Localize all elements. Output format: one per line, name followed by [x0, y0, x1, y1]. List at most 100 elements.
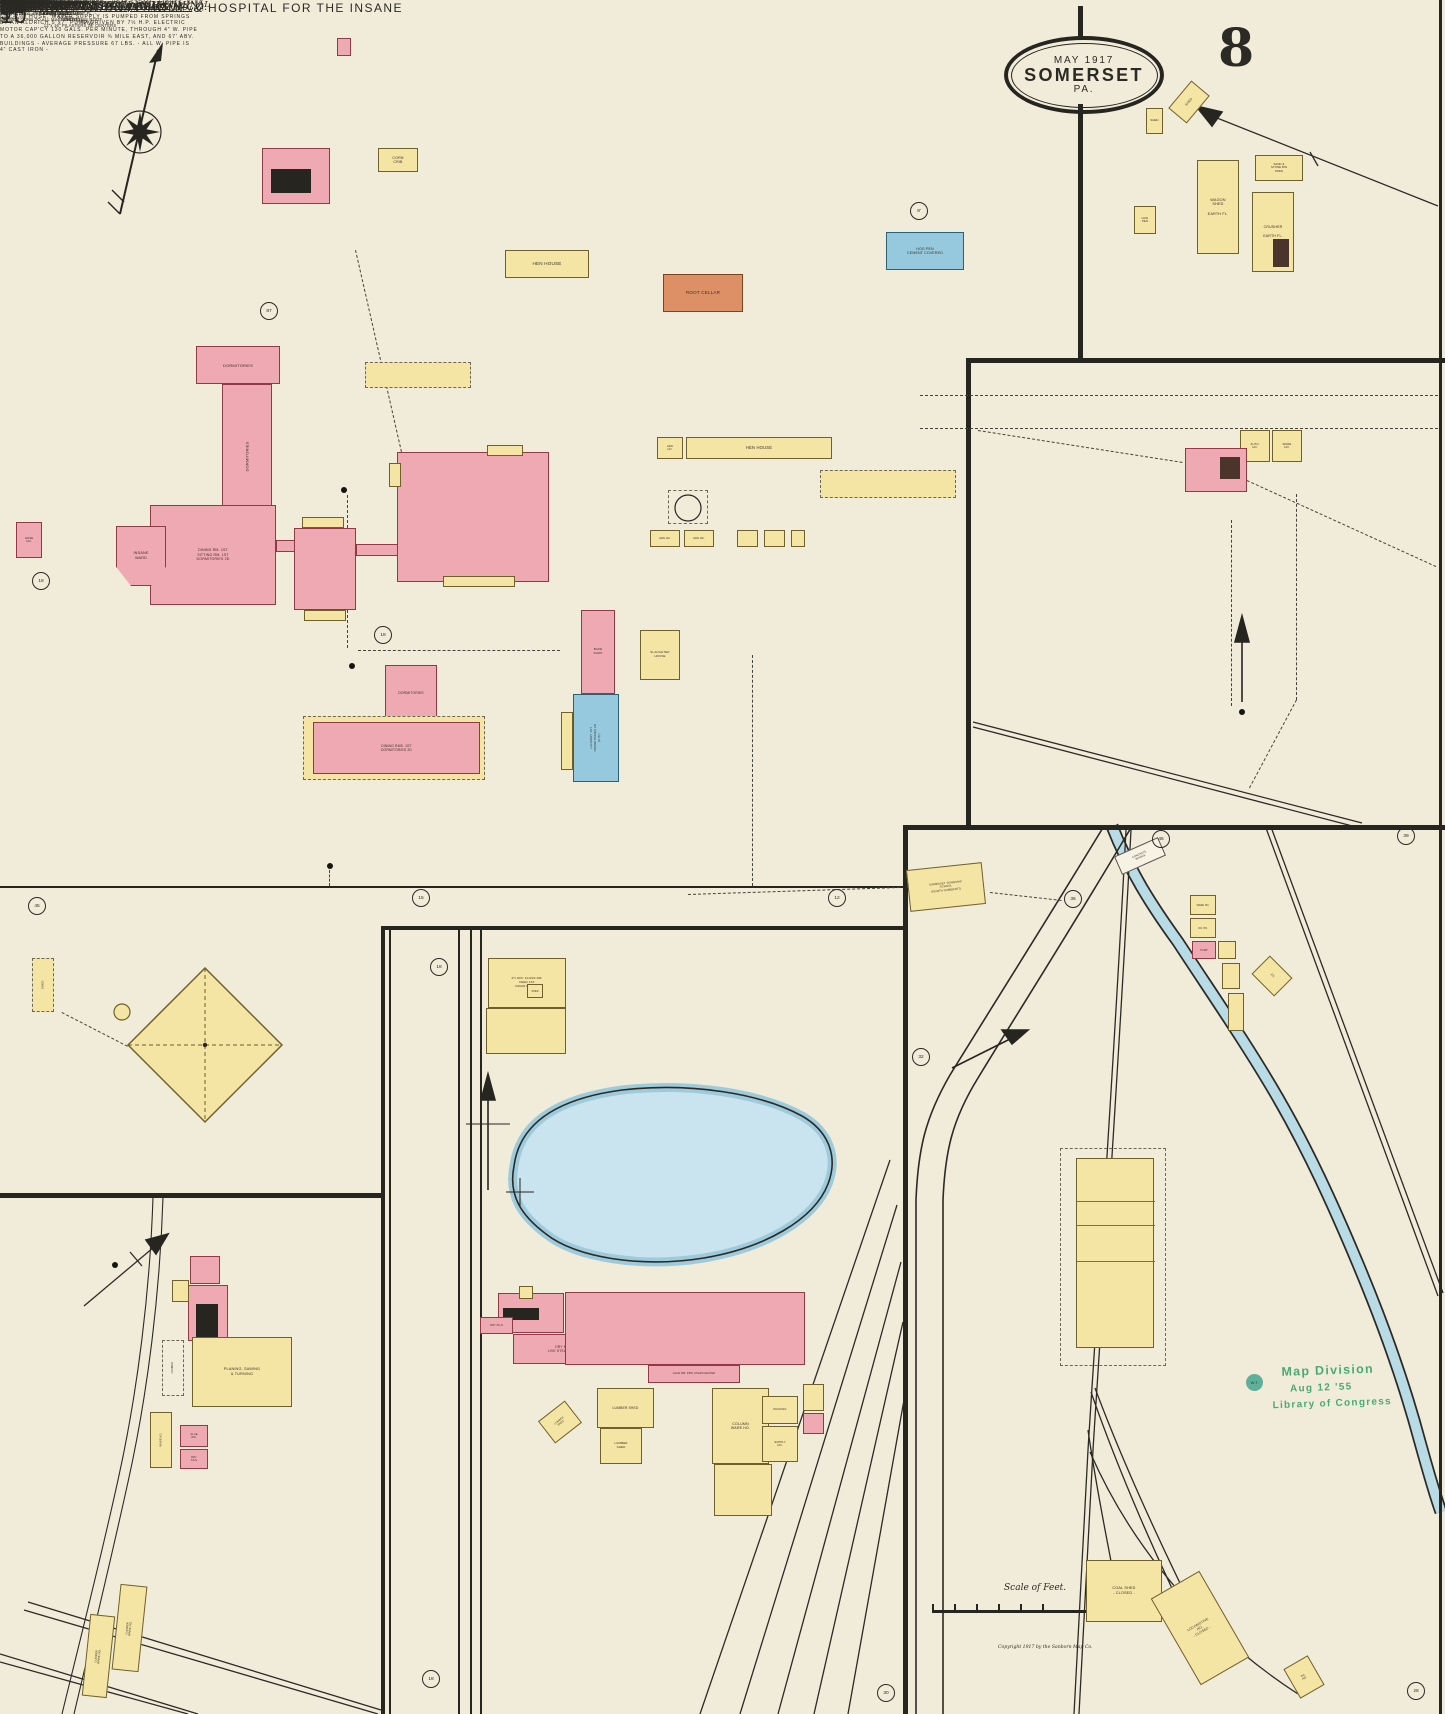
dry-kiln-small-label: DRY KILN: [490, 1323, 503, 1327]
map-label: 30' TO 2 STY. FR. STABLE: [0, 0, 24, 9]
oil-ho-label: OIL HO.: [1299, 1671, 1308, 1681]
column-ware-ho-label: COLUMN WARE HO.: [730, 1421, 751, 1430]
gc-ware-ho: WARE HO.: [150, 1412, 172, 1468]
border-line: [381, 926, 905, 930]
administration-bldg: [294, 528, 356, 610]
compass-rose: [107, 42, 163, 215]
terminal-platform: [1060, 1148, 1166, 1366]
map-label: COMPOUND DUPLEX PLATT IRON WORKS PUMP 10…: [0, 0, 34, 21]
hen-pen: [737, 530, 758, 547]
building-detail: [1077, 1201, 1155, 1202]
porch: [302, 517, 344, 528]
glue-room: GLUE RM. PIPE STEAM HEATED: [648, 1365, 740, 1383]
hen-pen: HEN HO.: [684, 530, 714, 547]
map-label: 50': [0, 0, 8, 6]
map-label: BOARD FENCE 16' HIGH: [0, 0, 55, 5]
alms-house-main-label: DINING RMS. 1ST DORMITORIES 2D: [380, 743, 413, 752]
packing: PACKING: [762, 1396, 798, 1424]
refinery-shed-label: OIL HO.: [1198, 926, 1208, 930]
hen-pen-label: HEN HO.: [693, 536, 705, 540]
map-label: CEMENT WALLS & FLOOR: [0, 0, 51, 4]
map-label: C: [0, 0, 4, 5]
building-detail: [1077, 1225, 1155, 1226]
coal-shed-label: COAL SHED - CLOSED -: [1112, 1586, 1136, 1595]
north-arrows: [144, 104, 1251, 1256]
corridor: [276, 540, 296, 552]
hen-pen: [791, 530, 805, 547]
gc-glue-rm-label: GLUE RM.: [190, 1432, 198, 1439]
auto-ho-label: AUTO. HO.: [1250, 441, 1260, 449]
border-line: [1042, 1604, 1044, 1612]
map-label: DUPLEX EPPING-CARPENTER PUMP 16x10½x10x1…: [0, 0, 47, 13]
border-line: [966, 358, 971, 825]
located-east-note: Located 1½ Miles E. of Court Ho.: [0, 1, 193, 13]
map-label: 164: [0, 1, 22, 15]
border-line: [903, 825, 908, 1714]
male-hospital-main-label: DINING RM. 1ST SITTING RM. 1ST DORMITORI…: [196, 548, 230, 562]
hen-house-north-label: HEN HOUSE: [532, 261, 562, 267]
dc-pump: [519, 1286, 533, 1299]
hog-pen-cement-label: HOG PEN CEMENT COVERED: [907, 246, 943, 255]
map-label: GRADES LEVEL: [0, 1, 100, 8]
sand-stone-bin-label: SAND & STONE BIN OPEN: [1270, 161, 1288, 173]
map-label: G: [0, 0, 4, 5]
hospital-title: SOMERSET COUNTY HOME & HOSPITAL FOR THE …: [0, 1, 403, 15]
border-line: [0, 886, 903, 888]
border-line: [903, 825, 1445, 830]
porch: [443, 576, 515, 587]
locomotive-ho-label: LOCOMOTIVE HO. - CLOSED -: [1186, 1616, 1212, 1639]
gc-planing: PLANING, SAWING & TURNING: [192, 1337, 292, 1407]
bedford-pike-label: BEDFORD: [0, 1, 71, 15]
hose-ho-label: HOSE HO.: [24, 535, 34, 543]
map-label: B: [0, 0, 4, 5]
lumber-shed: LUMBER SHED: [597, 1388, 654, 1428]
reference-circle: 87: [260, 302, 278, 320]
hen-house-north: HEN HOUSE: [505, 250, 589, 278]
map-label: A.: [0, 0, 6, 5]
border-line: [1078, 6, 1083, 38]
map-label: OFF.: [0, 0, 9, 4]
column-ware-ho: COLUMN WARE HO.: [712, 1388, 769, 1464]
male-hospital-label: MALE HOSPITAL: [0, 0, 69, 9]
pond-label: P o n d: [0, 1, 64, 12]
reference-circle: 30: [877, 1684, 895, 1702]
dormitories-north-label: DORMITORIES: [223, 362, 253, 368]
atlantic-refining-label: THE ATLANTIC REFINING CO.: [0, 1, 91, 7]
map-label: WELL NO.1 150' DEEP: [0, 0, 19, 9]
map-label: PIKE: [0, 1, 35, 15]
map-label: 50: [0, 0, 5, 5]
building-detail: [271, 169, 311, 193]
map-label: BAGGAGE RM.: [10, 0, 30, 9]
crusher-label: CRUSHER EARTH FL.: [1263, 225, 1283, 239]
map-label: SCATTERED LUMBER: [0, 0, 43, 4]
hog-pen-cement: HOG PEN CEMENT COVERED: [886, 232, 964, 270]
kitchen-insane-wards-block: [397, 452, 549, 582]
female-hospital-label: FEMALE HOSPITAL: [0, 0, 80, 9]
border-line: [470, 930, 472, 1714]
map-label: 10: [0, 0, 5, 5]
map-label: 0: [0, 0, 3, 5]
reference-circle: 18: [422, 1670, 440, 1688]
ferner-shed-label: SHED: [1150, 118, 1159, 123]
hen-pen: [764, 530, 785, 547]
corn-crib-label: CORN CRIB: [392, 155, 404, 164]
building-detail: [1273, 239, 1289, 267]
door-column-label: SOMERSET DOOR & COLUMN CO.: [0, 1, 208, 13]
map-label: TURNING, SAWING, PLANING & MACHINE WORK …: [43, 0, 117, 28]
map-label: NO WATCHMAN - POWER & HEAT STEAM - FUEL:…: [22, 0, 93, 16]
map-label: 114: [0, 1, 23, 16]
refinery-shed: [1218, 941, 1236, 959]
reference-circle: 8': [910, 202, 928, 220]
lumber-ware-ho-label: LUMBER WARE HO.: [93, 1648, 103, 1664]
sash-rm: [803, 1384, 824, 1411]
root-cellar: ROOT CELLAR: [663, 274, 743, 312]
dormitories-stem: DORMITORIES: [222, 384, 272, 528]
corridor: [356, 544, 398, 556]
map-label: 40: [0, 0, 5, 5]
map-label: NO WATCHMAN - POWER & HEAT STEAM - FUEL:…: [0, 0, 75, 23]
hydrant-dot: [349, 663, 355, 669]
refinery-shed: OIL HO.: [1190, 918, 1216, 938]
border-line: [1439, 0, 1442, 1714]
map-label: WELL & DEEP WELL PUMP: [18, 0, 44, 7]
